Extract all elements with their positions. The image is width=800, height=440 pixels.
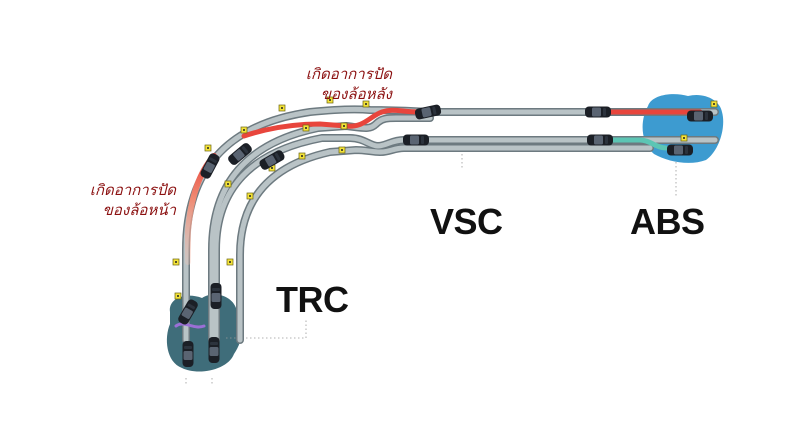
- direction-arrow-icon: [198, 122, 572, 280]
- leader-lines: [185, 139, 677, 386]
- rear-wheel-slip-annotation: เกิดอาการปัด ของล้อหลัง: [282, 64, 392, 104]
- front-wheel-slip-annotation: เกิดอาการปัด ของล้อหน้า: [66, 180, 176, 220]
- abs-label: ABS: [630, 201, 705, 242]
- vsc-label: VSC: [430, 201, 503, 242]
- trc-spin-trail: [174, 322, 206, 329]
- track-lanes: [182, 105, 719, 344]
- trc-low-grip-puddle: [166, 294, 243, 372]
- annotation-line: ของล้อหน้า: [102, 201, 176, 219]
- rear-wheel-slip-trail: [241, 107, 423, 139]
- annotation-line: เกิดอาการปัด: [305, 65, 392, 83]
- trc-label: TRC: [276, 279, 349, 320]
- annotation-line: เกิดอาการปัด: [89, 181, 176, 199]
- abs-brake-trail-teal: [597, 137, 669, 151]
- annotation-line: ของล้อหลัง: [320, 85, 392, 103]
